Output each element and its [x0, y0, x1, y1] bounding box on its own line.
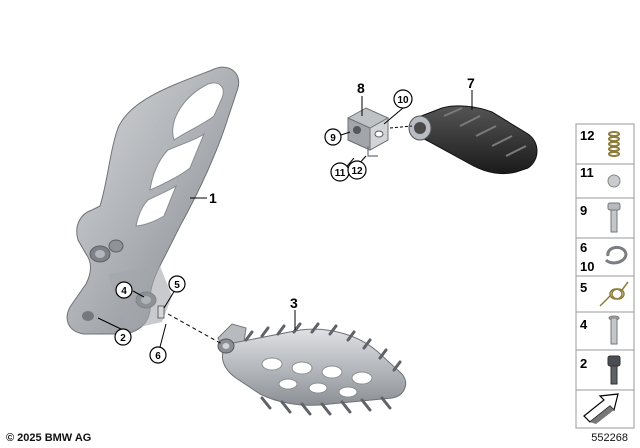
svg-text:4: 4 — [121, 286, 127, 297]
callout-10: 10 — [393, 89, 413, 109]
callout-4: 4 — [115, 281, 133, 299]
parts-legend: 12 11 9 6 10 5 4 2 — [575, 123, 635, 429]
callout-2: 2 — [114, 328, 132, 346]
legend-label-11: 11 — [580, 165, 594, 180]
svg-text:12: 12 — [351, 166, 363, 177]
spring-icon — [608, 131, 620, 157]
pin-icon — [608, 315, 620, 345]
svg-text:2: 2 — [120, 333, 126, 344]
svg-text:10: 10 — [397, 95, 409, 106]
circlip-icon — [604, 246, 628, 265]
copyright-text: © 2025 BMW AG — [6, 432, 92, 444]
offroad-footpeg[interactable] — [217, 322, 407, 416]
svg-text:6: 6 — [155, 351, 161, 362]
legend-label-2: 2 — [580, 356, 587, 371]
image-id-text: 552268 — [591, 432, 628, 444]
svg-text:5: 5 — [174, 280, 180, 291]
callout-3: 3 — [290, 295, 298, 311]
callout-6: 6 — [149, 346, 167, 364]
leader-lines — [97, 90, 473, 348]
socket-bolt-icon — [607, 355, 621, 385]
callout-8: 8 — [357, 80, 365, 96]
rubber-footpeg[interactable] — [408, 105, 538, 175]
callout-5: 5 — [168, 275, 186, 293]
callout-11: 11 — [330, 162, 350, 182]
legend-label-6: 6 — [580, 240, 587, 255]
svg-text:9: 9 — [330, 133, 336, 144]
arrow-icon — [583, 393, 619, 424]
callout-9: 9 — [324, 128, 342, 146]
screw-icon — [607, 202, 621, 233]
callout-1: 1 — [209, 190, 217, 206]
callout-12: 12 — [347, 160, 367, 180]
legend-label-4: 4 — [580, 317, 588, 332]
legend-label-10: 10 — [580, 259, 594, 274]
legend-label-12: 12 — [580, 128, 594, 143]
torsion-spring-icon — [599, 281, 629, 307]
legend-label-9: 9 — [580, 203, 587, 218]
adapter-block[interactable] — [347, 107, 389, 157]
footrest-bracket[interactable] — [66, 66, 240, 335]
callout-7: 7 — [467, 75, 475, 91]
ball-icon — [607, 174, 621, 188]
svg-text:11: 11 — [335, 168, 346, 179]
legend-label-5: 5 — [580, 280, 587, 295]
